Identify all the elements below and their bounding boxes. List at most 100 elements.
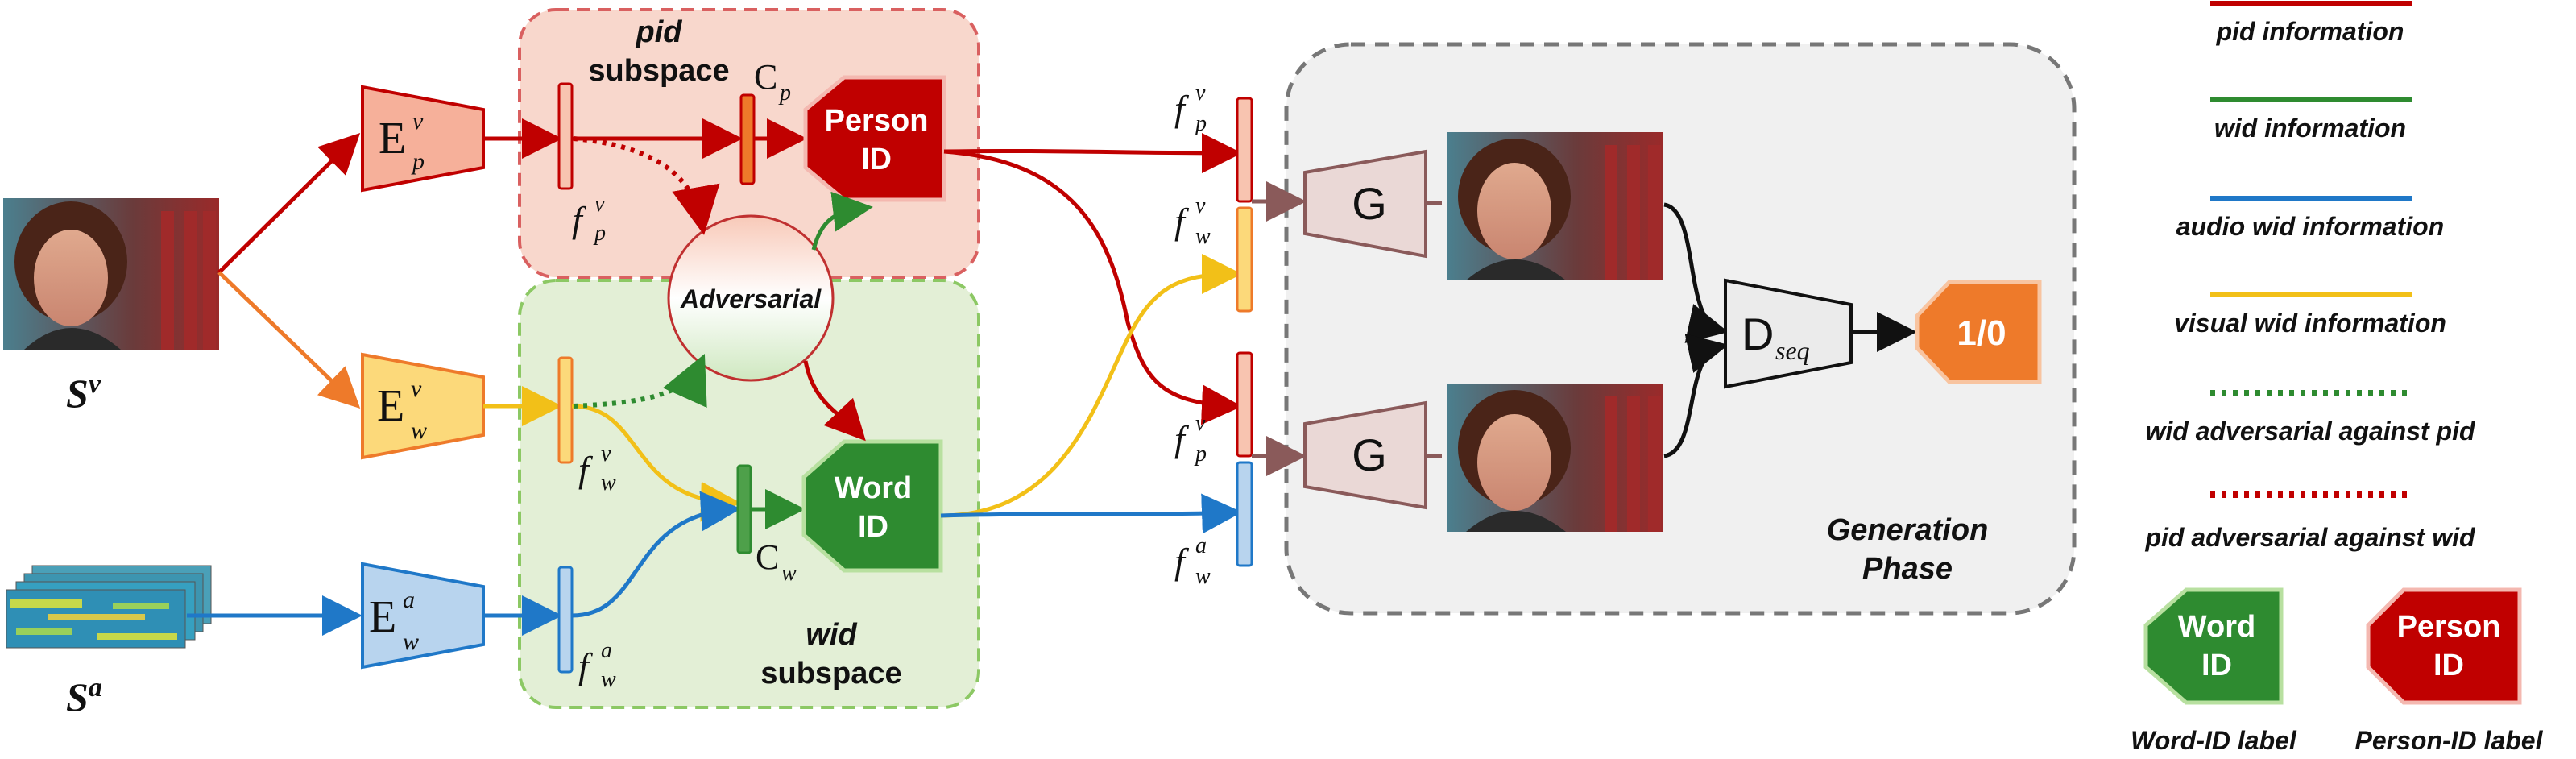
label-f-w-v-sub: w [601,471,616,496]
svg-text:a: a [403,587,415,613]
generator-bottom: G [1303,400,1427,510]
person-id-box: Person ID [803,75,946,202]
classifier-c-w-sub: w [781,561,797,586]
gen-label-fp-top-sub: p [1194,111,1207,136]
arrow-audio-wid-to-fw-bottom [940,493,1242,534]
arrow-visual-wid-to-fw-top [940,254,1242,518]
gen-label-fw-top: f [1174,201,1190,242]
gen-label-fw-bottom-sup: a [1195,533,1207,558]
generated-face-bottom [1447,384,1663,532]
audio-input-label: Sa [66,673,102,720]
classifier-c-p-sub: p [778,81,791,106]
word-id-box: Word ID [801,439,943,573]
svg-text:E: E [369,592,396,642]
visual-input-label: Sv [66,369,101,416]
real-fake-output: 1/0 [1915,280,2042,384]
legend-word-id-label: Word ID [2143,587,2284,705]
gen-label-fw-bottom: f [1174,541,1190,582]
arrow-f-w-a-to-c-w [571,491,741,618]
gen-label-fp-bottom: f [1174,418,1190,459]
arrow-person-to-fp-bottom [943,149,1242,425]
generation-phase-subtitle: Phase [1862,552,1953,586]
arrow-wid-adversarial-dotted [573,354,707,409]
legend-person-id-caption: Person-ID label [2355,726,2544,755]
svg-text:Person: Person [2397,610,2501,644]
svg-text:Person: Person [825,104,929,138]
legend-label-visual: visual wid information [2174,309,2446,338]
adversarial-label: Adversarial [680,284,822,313]
wid-audio-encoder: E a w [361,562,485,670]
legend: pid information wid information audio wi… [2131,1,2544,755]
arrow-face-bottom-to-discriminator [1663,334,1729,458]
svg-text:E: E [379,114,406,164]
classifier-c-p-label: C [754,57,777,97]
label-f-p-v-sub: p [593,221,606,246]
svg-text:v: v [411,375,422,402]
audio-spectrogram-input [6,565,212,649]
gen-label-fp-top: f [1174,88,1190,129]
pid-subspace-title: pid [636,15,683,49]
arrow-pid-adversarial-dotted [573,136,720,235]
legend-label-wid-adv: wid adversarial against pid [2145,417,2475,446]
legend-label-wid: wid information [2214,114,2406,143]
label-f-w-v-sup: v [601,442,611,467]
svg-text:v: v [412,108,424,135]
generator-top: G [1303,149,1427,259]
svg-text:w: w [411,417,427,444]
gen-label-fp-bottom-sub: p [1194,442,1207,467]
gen-bar-fw-top [1236,206,1253,313]
gen-label-fw-top-sup: v [1195,193,1206,218]
gen-label-fw-top-sub: w [1195,224,1211,249]
generated-face-top [1447,132,1663,280]
feature-bar-f-p-v [557,82,574,190]
classifier-c-w-bar [736,464,752,554]
gen-label-fp-top-sup: v [1195,81,1206,106]
arrow-adversarial-to-word-id [803,360,866,442]
legend-label-pid-adv: pid adversarial against wid [2144,523,2475,552]
svg-text:seq: seq [1775,336,1810,365]
label-f-w-a-sup: a [601,638,612,663]
svg-text:1/0: 1/0 [1957,313,2006,353]
wid-visual-encoder: E v w [361,352,485,460]
svg-text:ID: ID [2433,649,2464,682]
svg-text:ID: ID [858,510,888,544]
gen-label-fw-bottom-sub: w [1195,564,1211,589]
arrow-visual-to-pid-encoder [217,132,361,274]
sequence-discriminator: D seq [1724,278,1853,389]
classifier-c-w-label: C [756,537,779,577]
wid-subspace-subtitle: subspace [760,657,901,691]
wid-subspace-title: wid [806,618,857,652]
svg-text:G: G [1352,429,1387,480]
legend-person-id-label: Person ID [2366,587,2522,705]
arrow-f-w-v-to-c-w [571,404,741,522]
visual-input-frames [3,198,219,350]
arrow-adversarial-to-person-id [811,191,873,251]
pid-visual-encoder: E v p [361,85,485,193]
legend-label-pid: pid information [2216,17,2404,46]
gen-bar-fp-top [1236,97,1253,203]
svg-text:w: w [403,628,419,655]
svg-text:E: E [377,381,404,431]
svg-text:Word: Word [2178,610,2255,644]
svg-text:ID: ID [2201,649,2232,682]
label-f-p-v-sup: v [594,192,605,217]
svg-text:G: G [1352,178,1387,229]
legend-label-audio: audio wid information [2176,212,2444,241]
pid-subspace-subtitle: subspace [588,54,729,88]
arrow-visual-to-wid-encoder [217,271,361,409]
legend-word-id-caption: Word-ID label [2131,726,2297,755]
svg-text:Word: Word [835,471,912,505]
svg-text:D: D [1741,309,1774,359]
feature-bar-f-w-a [557,566,574,674]
feature-bar-f-w-v [557,356,574,464]
svg-text:p: p [411,148,425,175]
classifier-c-p-bar [739,93,756,185]
gen-label-fp-bottom-sup: v [1195,411,1206,436]
generation-phase-title: Generation [1827,513,1989,547]
label-f-w-a-sub: w [601,667,616,692]
svg-text:ID: ID [861,143,892,176]
gen-bar-fw-bottom [1236,461,1253,567]
arrow-face-top-to-discriminator [1663,202,1729,343]
adversarial-circle [667,214,835,382]
